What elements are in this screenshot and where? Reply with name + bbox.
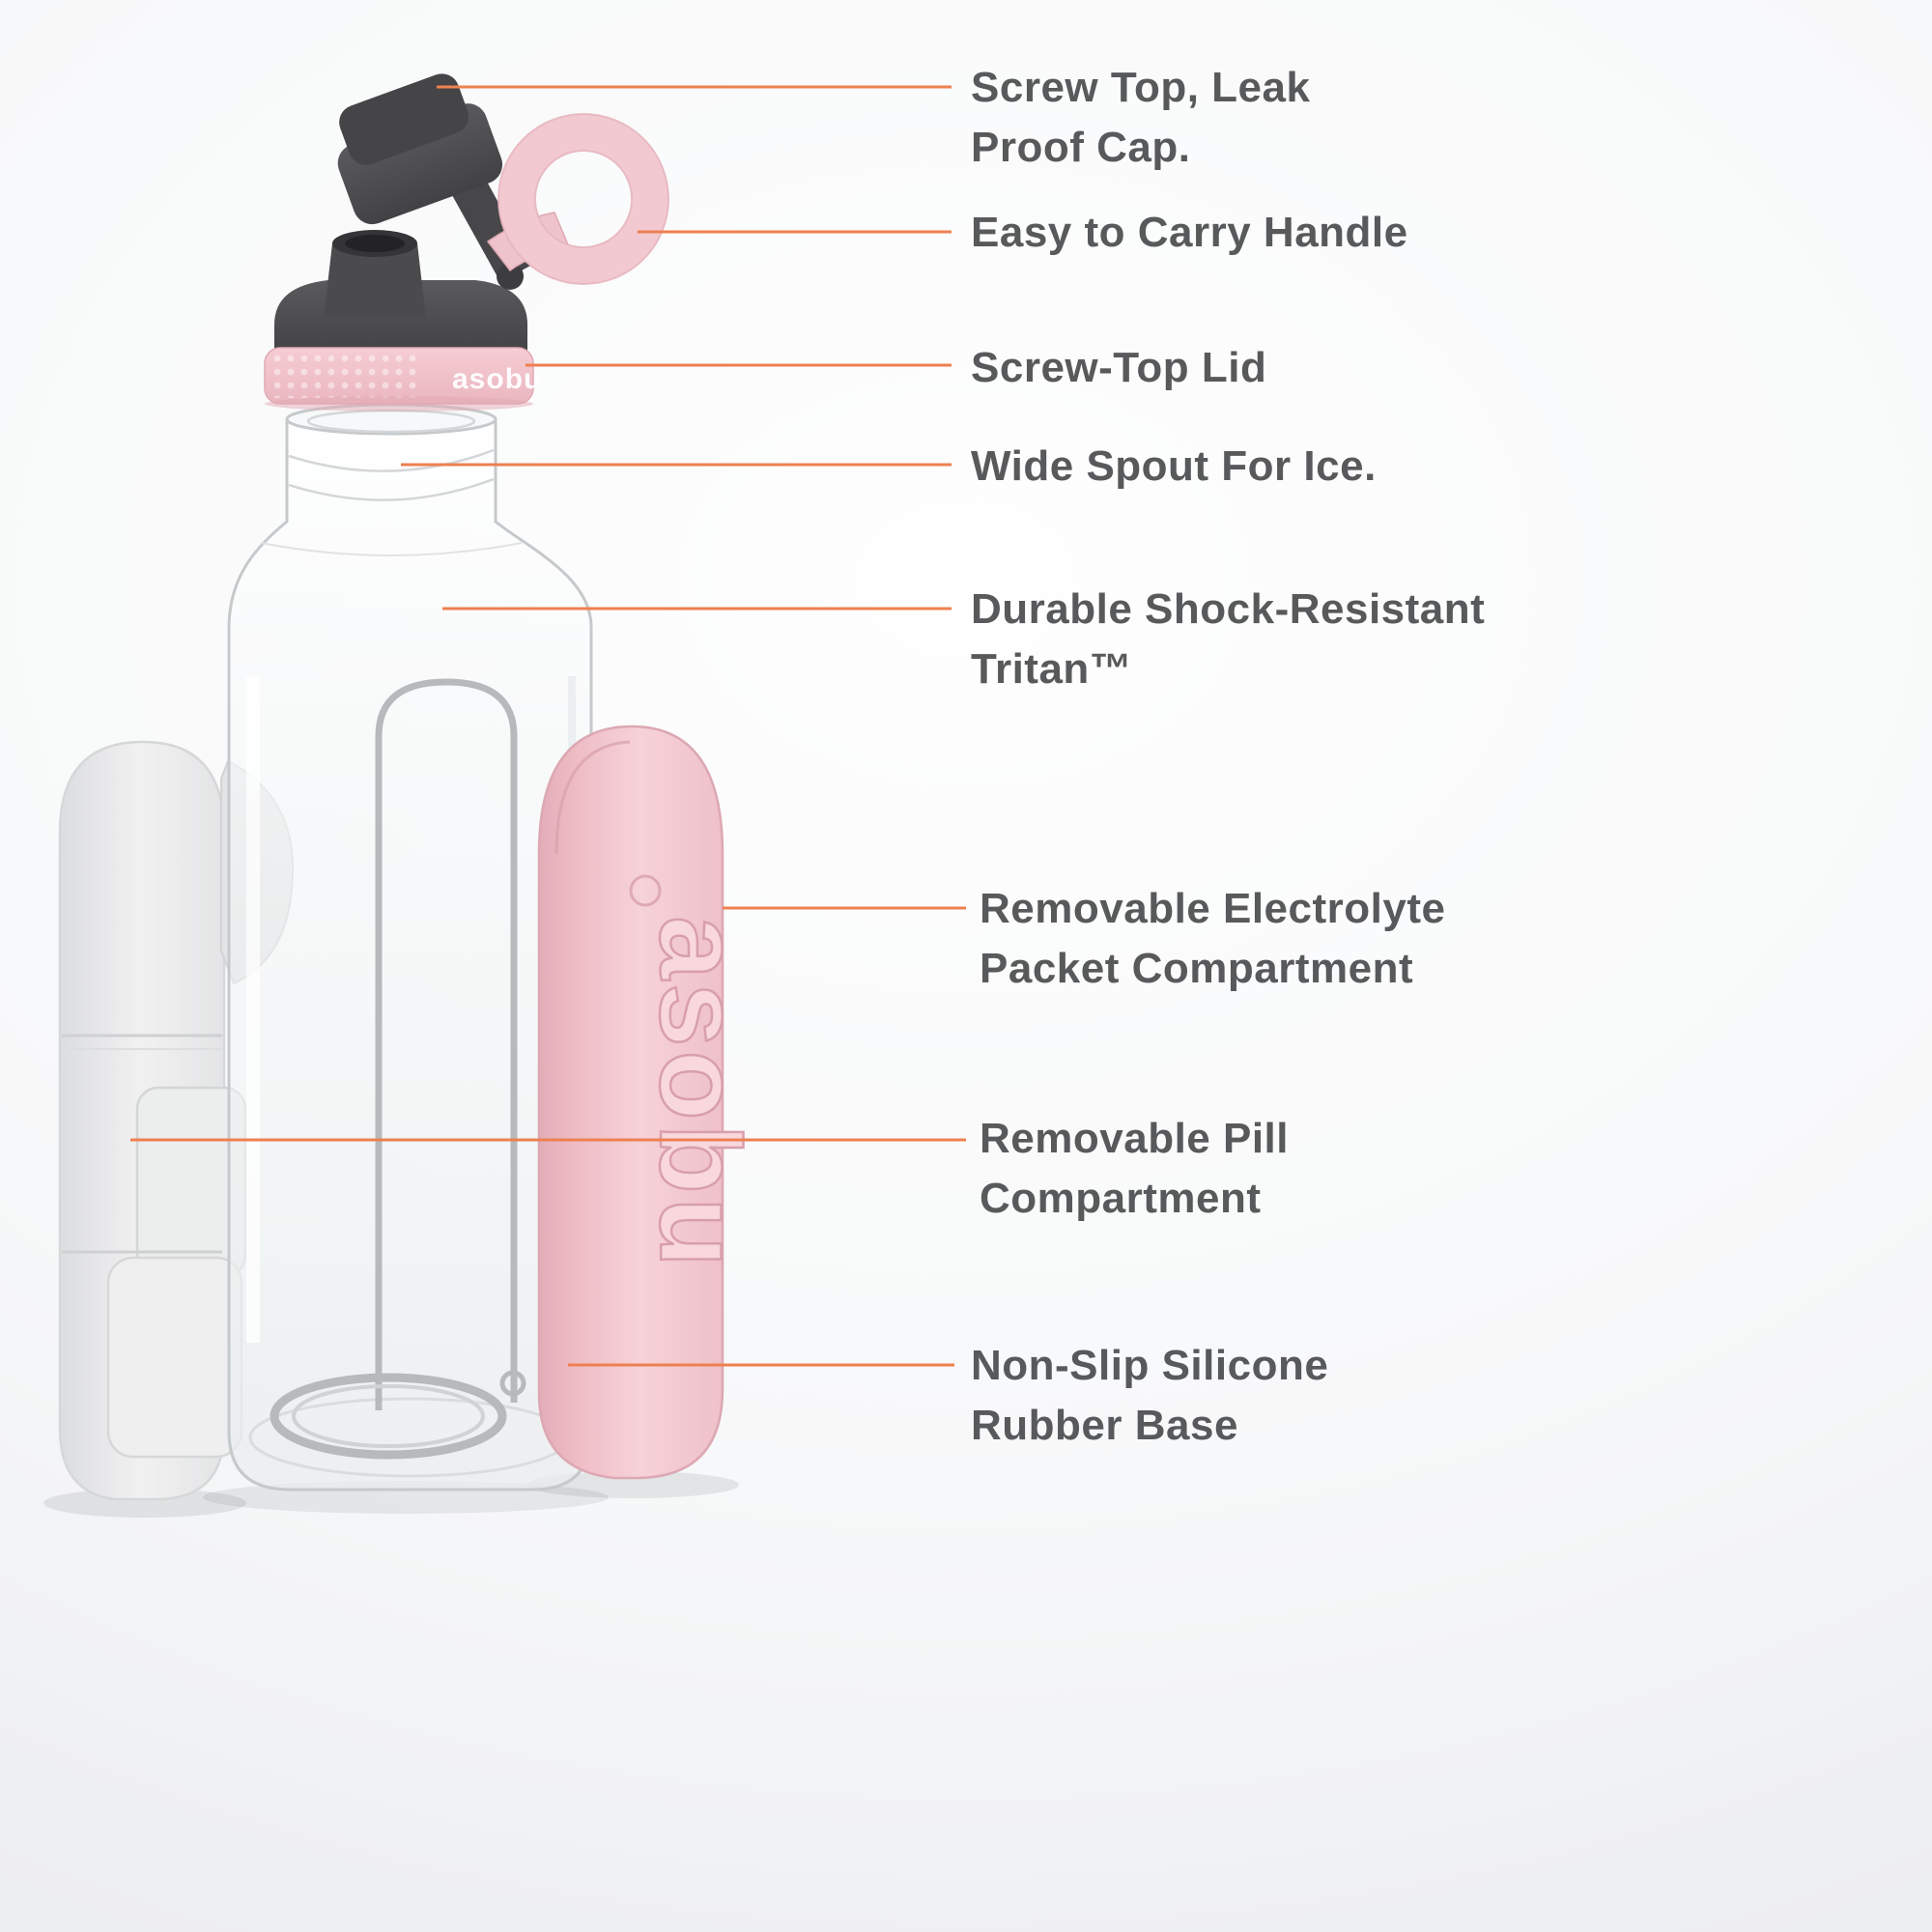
label-pill-compartment: Removable Pill Compartment <box>980 1115 1290 1222</box>
pill-compartment-part <box>58 740 295 1501</box>
label-electrolyte-compartment: Removable Electrolyte Packet Compartment <box>980 885 1446 992</box>
label-carry-handle: Easy to Carry Handle <box>971 209 1408 256</box>
label-screw-top-cap: Screw Top, Leak Proof Cap. <box>971 64 1311 171</box>
leader-lines <box>130 85 966 1367</box>
bottle-threads <box>288 448 495 472</box>
hinge-pin <box>497 263 524 290</box>
silicone-sleeve-part: asobu <box>537 724 764 1480</box>
carry-handle-part <box>486 113 669 285</box>
sleeve-brand-text: asobu <box>636 916 763 1271</box>
base-ring <box>270 1373 507 1460</box>
sleeve-logo-mark <box>629 874 662 907</box>
label-screw-top-lid: Screw-Top Lid <box>971 344 1267 391</box>
label-silicone-base: Non-Slip Silicone Rubber Base <box>971 1342 1329 1449</box>
label-wide-spout: Wide Spout For Ice. <box>971 442 1377 490</box>
tritan-bottle <box>227 403 593 1492</box>
label-tritan-body: Durable Shock-Resistant Tritan™ <box>971 585 1486 693</box>
lid-brand-text: asobu <box>452 363 542 395</box>
compartment-tray-lower <box>106 1256 243 1459</box>
handle-ring <box>497 113 669 285</box>
spout-part <box>324 230 426 319</box>
inner-frame <box>270 678 526 1460</box>
